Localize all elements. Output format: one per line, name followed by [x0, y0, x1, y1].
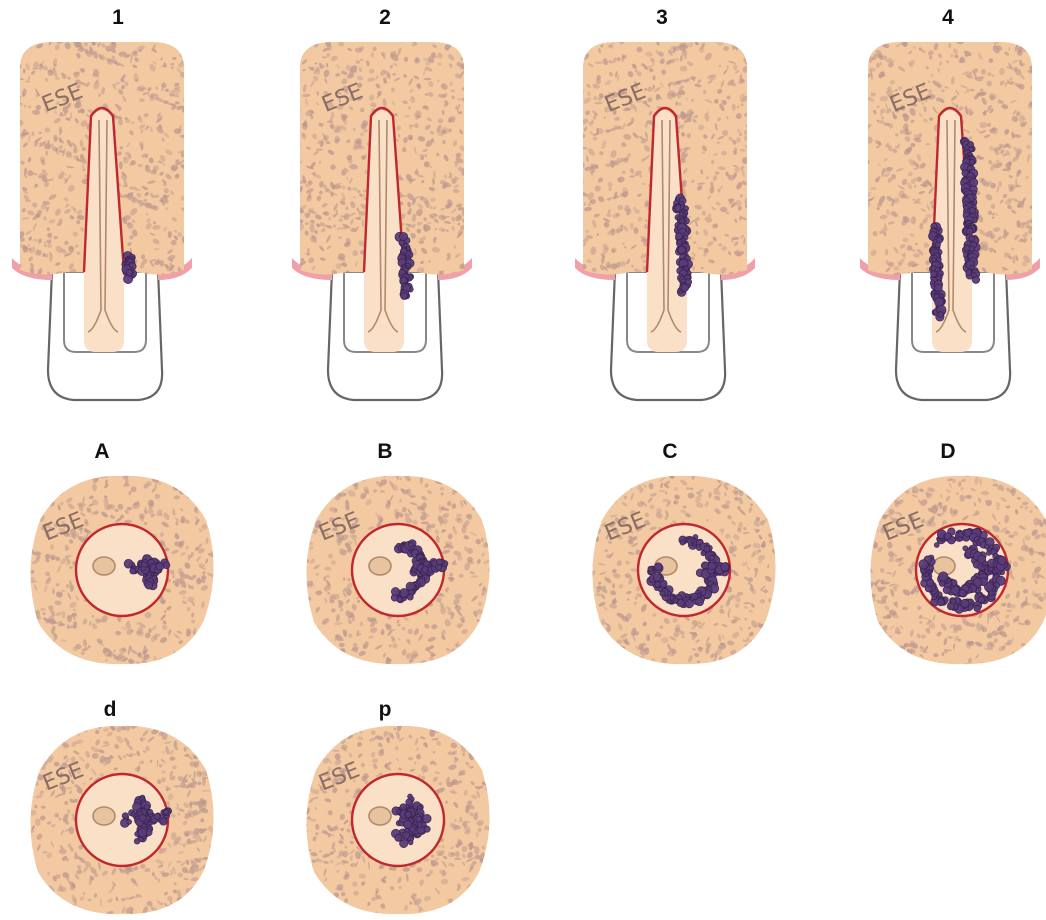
cross-section-diagram: ESE — [22, 720, 222, 920]
root-canal — [369, 807, 391, 825]
panel-label: 3 — [642, 6, 682, 30]
cross-section-diagram: ESE — [862, 470, 1046, 670]
cross-section-diagram: ESE — [298, 720, 498, 920]
panel-label: 4 — [928, 6, 968, 30]
cross-section-diagram: ESE — [22, 470, 222, 670]
tooth-diagram: ESE — [292, 40, 472, 460]
panel-label: C — [650, 440, 690, 464]
panel-label: B — [365, 440, 405, 464]
tooth-diagram: ESE — [575, 40, 755, 460]
cross-section-diagram: ESE — [298, 470, 498, 670]
tooth-diagram: ESE — [12, 40, 192, 460]
root-canal — [369, 557, 391, 575]
cross-section-diagram: ESE — [584, 470, 784, 670]
panel-label: A — [82, 440, 122, 464]
panel-label: p — [365, 698, 405, 722]
root-canal — [93, 807, 115, 825]
panel-label: d — [90, 698, 130, 722]
tooth-diagram: ESE — [860, 40, 1040, 460]
panel-label: D — [928, 440, 968, 464]
panel-label: 2 — [365, 6, 405, 30]
panel-label: 1 — [98, 6, 138, 30]
root-canal — [93, 557, 115, 575]
